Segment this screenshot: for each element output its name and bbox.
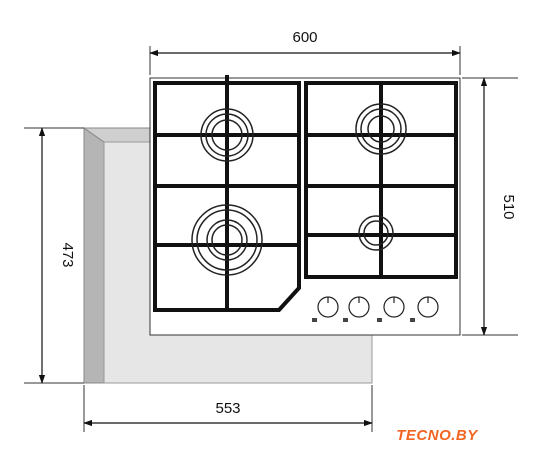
dimension-top-width: 600 <box>149 29 461 75</box>
cutout-side-face <box>83 127 105 384</box>
dimension-left-height: 473 <box>24 127 84 384</box>
burner-bottom-left-large <box>191 204 263 276</box>
dimension-bottom-width: 553 <box>83 385 373 432</box>
dimension-label-510: 510 <box>500 194 517 219</box>
control-knob-4 <box>410 296 439 322</box>
brand-watermark: TECNO.BY <box>396 427 479 444</box>
dimension-label-473: 473 <box>59 242 76 267</box>
control-knob-2 <box>343 296 370 322</box>
dimension-right-height: 510 <box>462 77 518 336</box>
burner-bottom-right <box>358 215 394 251</box>
burner-top-left <box>200 108 254 162</box>
dimension-label-553: 553 <box>215 400 240 417</box>
burner-top-right <box>355 103 407 155</box>
control-knob-1 <box>312 296 339 322</box>
dimension-label-600: 600 <box>292 29 317 46</box>
cutout-block <box>82 127 373 384</box>
left-grate-frame <box>153 81 301 312</box>
control-knob-3 <box>377 296 405 322</box>
control-knobs <box>312 296 439 322</box>
